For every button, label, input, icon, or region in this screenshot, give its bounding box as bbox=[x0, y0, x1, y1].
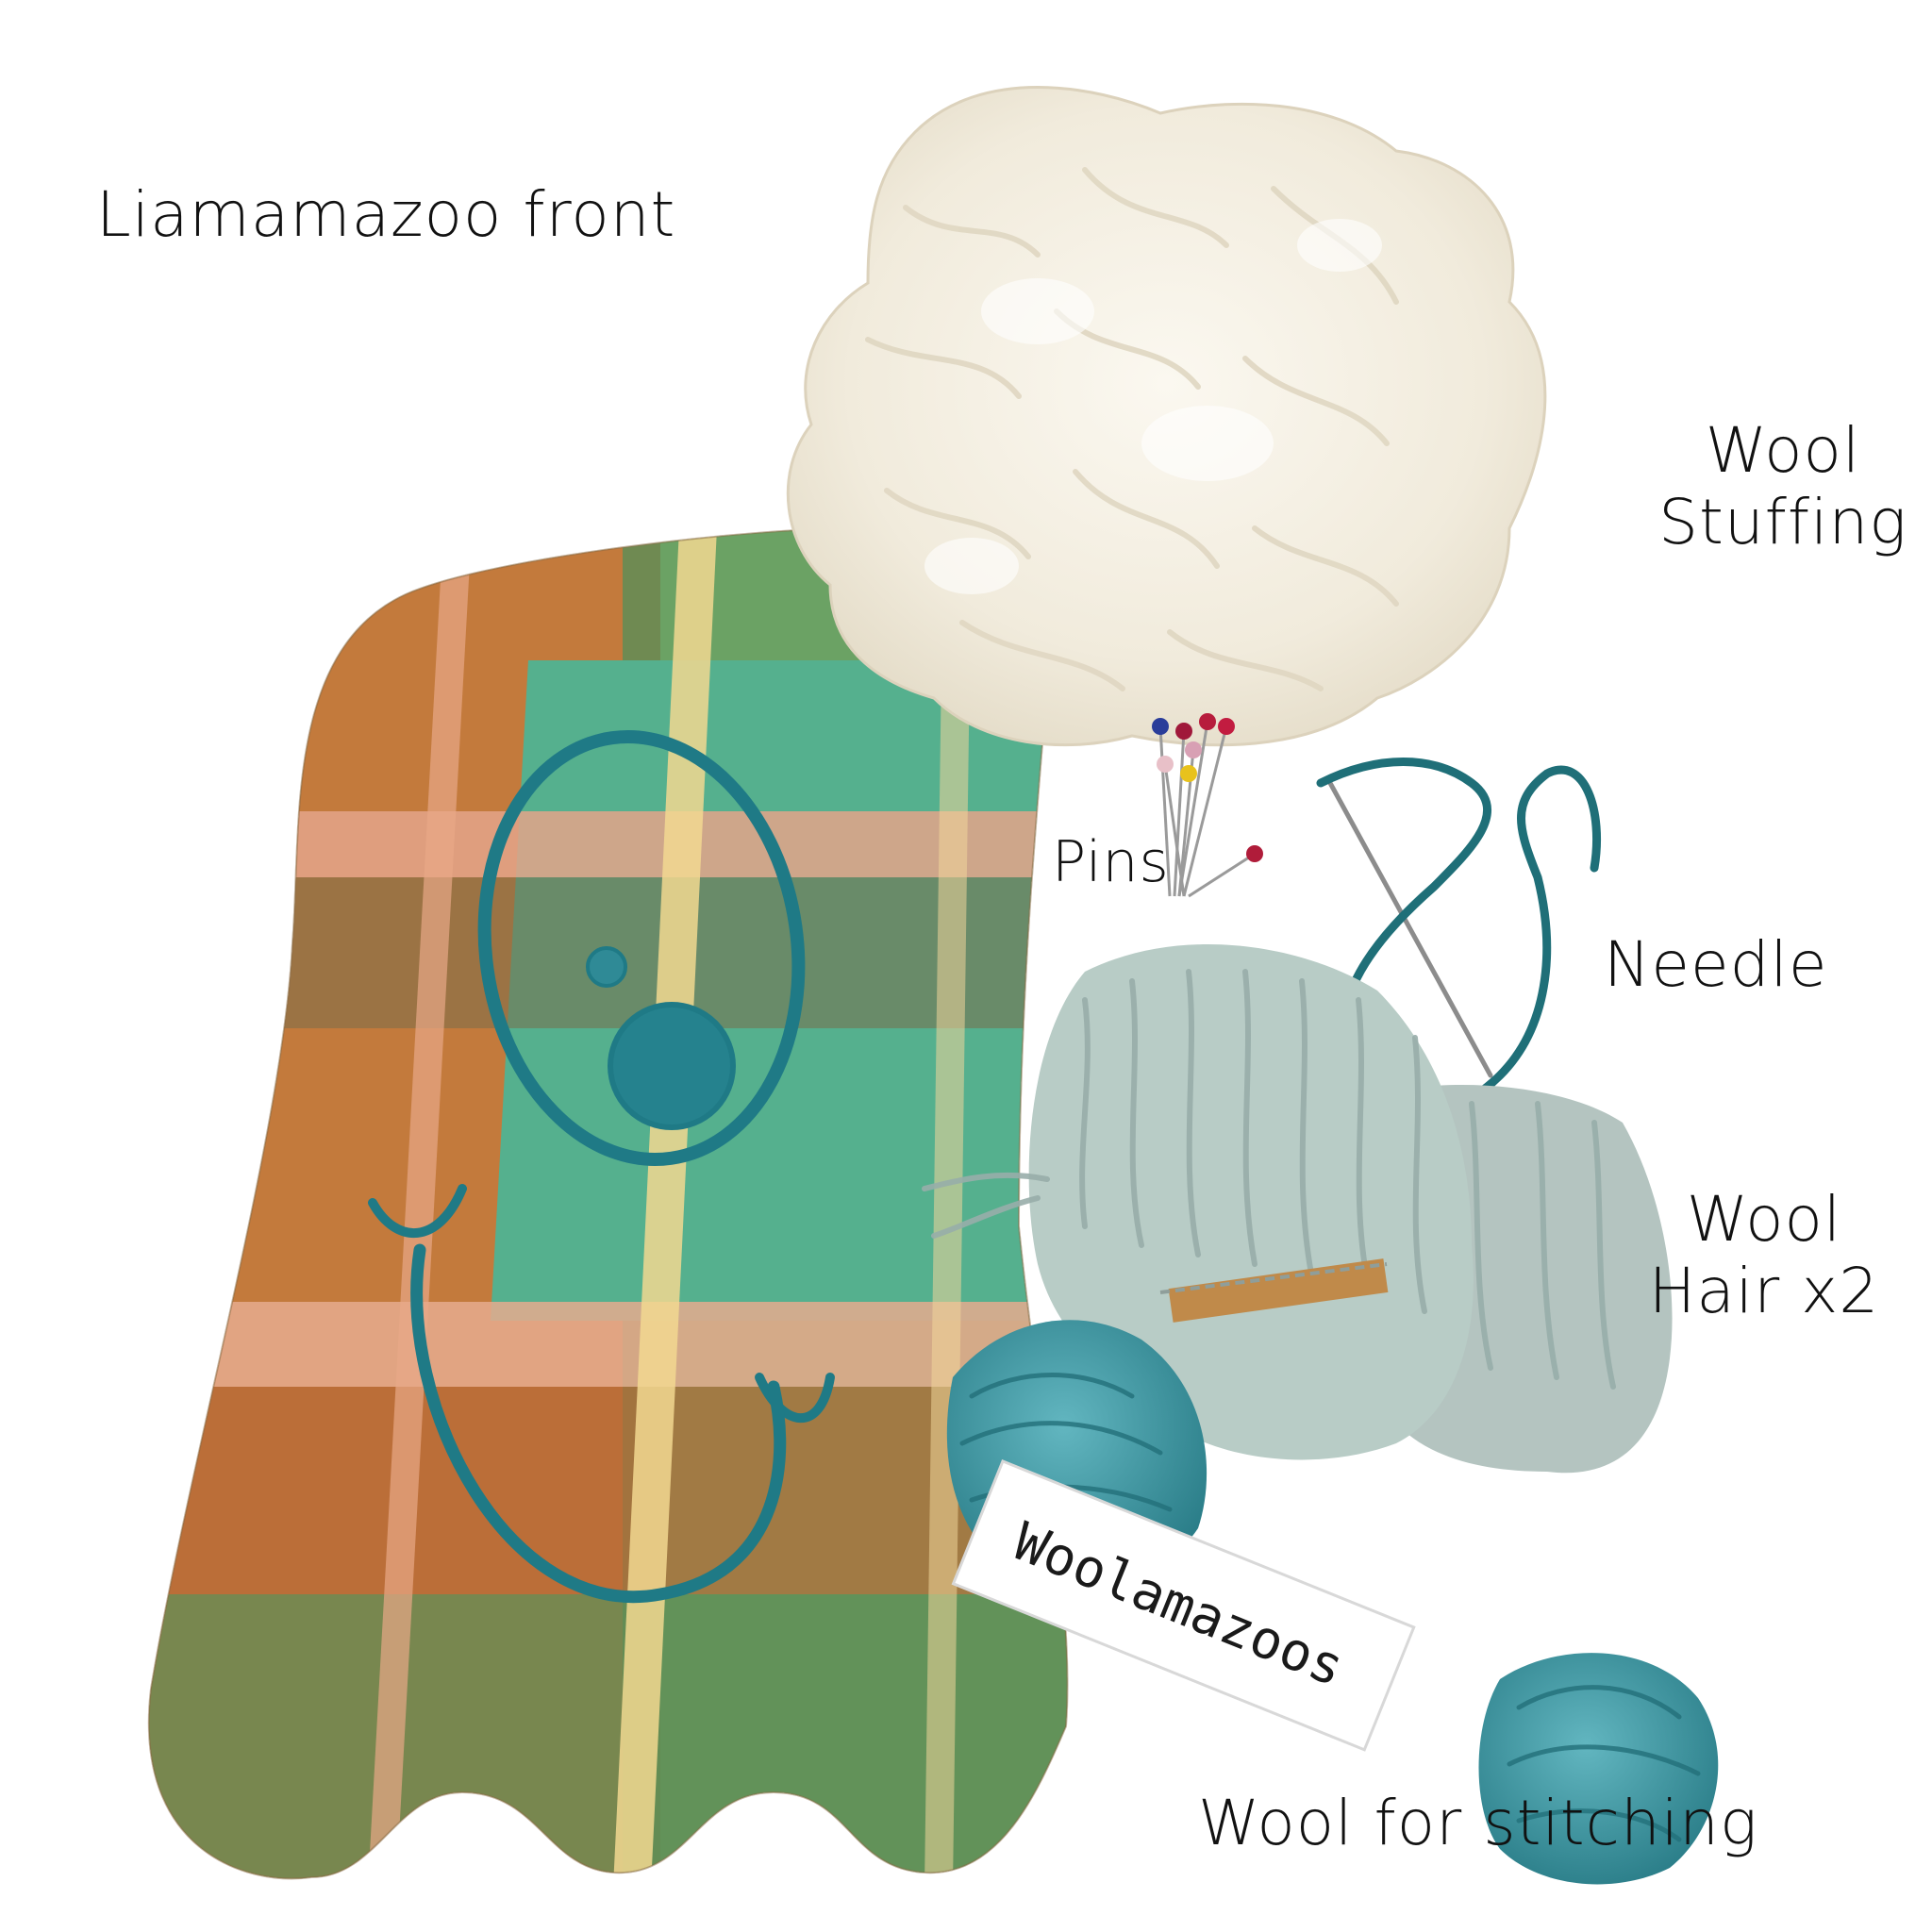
pin-head bbox=[1180, 765, 1197, 782]
eye-highlight bbox=[586, 946, 627, 988]
left-lash bbox=[368, 1184, 467, 1239]
label-needle: Needle bbox=[1604, 928, 1828, 1001]
pin-head bbox=[1199, 713, 1216, 730]
label-wool-for-stitching: Wool for stitching bbox=[1198, 1787, 1758, 1859]
hair-binding-strip bbox=[1168, 1258, 1389, 1323]
label-wool-hair-line1: Wool bbox=[1686, 1183, 1842, 1256]
label-wool-hair: Wool Hair x2 bbox=[1637, 1184, 1891, 1327]
smile bbox=[410, 1243, 787, 1603]
needle bbox=[1327, 780, 1493, 1078]
eye-outline bbox=[477, 730, 806, 1166]
eye-pupil bbox=[608, 1002, 736, 1130]
pin-head bbox=[1246, 845, 1263, 862]
label-wool-stuffing-line1: Wool bbox=[1705, 414, 1861, 487]
wool-hair-bundles bbox=[922, 944, 1673, 1474]
pin-head bbox=[1175, 723, 1192, 740]
pin-head bbox=[1152, 718, 1169, 735]
label-liamamazoo-front: Liamamazoo front bbox=[96, 178, 676, 251]
right-lash bbox=[755, 1373, 835, 1424]
label-wool-hair-line2: Hair x2 bbox=[1648, 1254, 1880, 1327]
embroidered-face bbox=[368, 730, 835, 1603]
label-wool-stuffing: Wool Stuffing bbox=[1656, 415, 1910, 558]
pin-head bbox=[1185, 741, 1202, 758]
wool-stuffing bbox=[786, 86, 1547, 747]
pin-head bbox=[1218, 718, 1235, 735]
pins bbox=[1152, 713, 1263, 898]
label-wool-stuffing-line2: Stuffing bbox=[1658, 485, 1907, 558]
pin-head bbox=[1157, 756, 1174, 773]
label-pins: Pins bbox=[1052, 829, 1170, 895]
